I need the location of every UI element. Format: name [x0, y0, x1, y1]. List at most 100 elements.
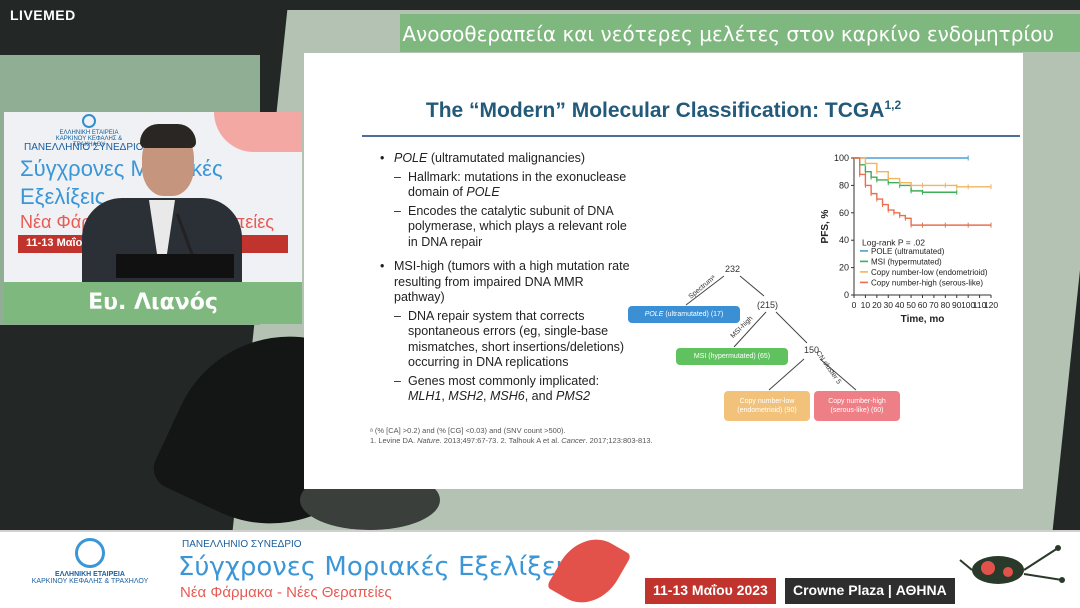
slide-bullets: POLE (ultramutated malignancies) Hallmar…	[380, 151, 630, 405]
tree-mid-count: (215)	[757, 300, 779, 310]
node-text: (endometrioid) (90)	[737, 407, 797, 414]
banner-venue: Crowne Plaza | ΑΘΗΝΑ	[785, 578, 955, 604]
separator: , and	[524, 389, 556, 403]
footnote-line: ᵃ (% [CA] >0.2) and (% [CG] <0.03) and (…	[370, 426, 566, 435]
km-annotation: Log-rank P = .02	[862, 238, 925, 248]
sub-bullet: DNA repair system that corrects spontane…	[380, 309, 630, 371]
bird-art-icon	[959, 545, 1065, 584]
y-tick-label: 20	[839, 263, 849, 273]
y-tick-label: 60	[839, 208, 849, 218]
sub-bullet-text: Hallmark: mutations in the exonuclease d…	[408, 169, 627, 200]
node-text: (serous-like) (60)	[830, 407, 884, 414]
node-gene: POLE	[644, 311, 664, 318]
leaf-decoration-icon	[546, 526, 632, 608]
tree-node-cn-high: Copy number-high (serous-like) (60)	[814, 391, 900, 421]
society-logo: ΕΛΛΗΝΙΚΗ ΕΤΑΙΡΕΙΑ ΚΑΡΚΙΝΟΥ ΚΕΦΑΛΗΣ & ΤΡΑ…	[20, 538, 160, 585]
footnote-journal: Cancer	[561, 436, 586, 445]
tree-node-pole: POLE (ultramutated) (17)	[628, 306, 740, 323]
tree-node-cn-low: Copy number-low (endometrioid) (90)	[724, 391, 810, 421]
society-logo-icon	[82, 114, 96, 128]
x-tick-label: 110	[973, 300, 987, 310]
footnote-text: 1. Levine DA.	[370, 436, 418, 445]
slide-title: The “Modern” Molecular Classification: T…	[304, 98, 1023, 123]
y-tick-label: 0	[844, 290, 849, 300]
footnote-text: . 2013;497:67-73. 2. Talhouk A et al.	[439, 436, 562, 445]
bullet-msi: MSI-high (tumors with a high mutation ra…	[380, 259, 630, 306]
node-text: Copy number-high	[828, 398, 886, 405]
sub-bullet: Encodes the catalytic subunit of DNA pol…	[380, 204, 630, 251]
footnote-journal: Nature	[417, 436, 440, 445]
slide-title-text: The “Modern” Molecular Classification: T…	[425, 99, 885, 122]
laptop	[116, 254, 234, 278]
speaker-video: ΕΛΛΗΝΙΚΗ ΕΤΑΙΡΕΙΑ ΚΑΡΚΙΝΟΥ ΚΕΦΑΛΗΣ & ΤΡΑ…	[4, 112, 302, 282]
y-tick-label: 100	[834, 153, 849, 163]
legend-label: Copy number-low (endometrioid)	[871, 268, 988, 277]
tree-cn-count: 150	[804, 345, 820, 355]
speaker-name: Ευ. Λιανός	[4, 282, 302, 324]
gene-name: PMS2	[556, 389, 591, 403]
x-tick-label: 30	[884, 300, 894, 310]
x-tick-label: 0	[852, 300, 857, 310]
society-logo-icon	[75, 538, 105, 568]
x-axis-label: Time, mo	[901, 314, 945, 325]
x-tick-label: 70	[929, 300, 939, 310]
presentation-slide: The “Modern” Molecular Classification: T…	[304, 53, 1023, 489]
backdrop-line3: Εξελίξεις	[20, 184, 106, 209]
brand-logo: LIVEMED	[10, 7, 76, 23]
slide-footnote: ᵃ (% [CA] >0.2) and (% [CG] <0.03) and (…	[370, 426, 653, 446]
sub-bullet: Hallmark: mutations in the exonuclease d…	[380, 170, 630, 201]
x-tick-label: 10	[861, 300, 871, 310]
x-tick-label: 50	[906, 300, 916, 310]
x-tick-label: 120	[984, 300, 998, 310]
gene-name: MLH1	[408, 389, 442, 403]
backdrop-society: ΕΛΛΗΝΙΚΗ ΕΤΑΙΡΕΙΑ ΚΑΡΚΙΝΟΥ ΚΕΦΑΛΗΣ & ΤΡΑ…	[55, 130, 123, 148]
y-tick-label: 40	[839, 235, 849, 245]
bullet-pole-gene: POLE	[394, 151, 428, 165]
km-series-line	[854, 157, 991, 188]
banner-line2: Σύγχρονες Μοριακές Εξελίξεις	[178, 552, 580, 582]
tree-root-count: 232	[725, 264, 741, 274]
sub-bullet: Genes most commonly implicated: MLH1, MS…	[380, 374, 630, 405]
sub-bullet-text: Genes most commonly implicated:	[408, 373, 600, 388]
node-text: (ultramutated) (17)	[663, 311, 724, 318]
banner-date: 11-13 Μαΐου 2023	[645, 578, 776, 604]
speaker-hair	[140, 124, 196, 148]
society-name: ΕΛΛΗΝΙΚΗ ΕΤΑΙΡΕΙΑ	[55, 571, 125, 578]
separator: ,	[441, 389, 449, 403]
legend-label: POLE (ultramutated)	[871, 247, 945, 256]
tree-connectors	[685, 275, 857, 391]
slide-title-ref: 1,2	[884, 98, 902, 112]
legend-label: MSI (hypermutated)	[871, 257, 942, 266]
x-tick-label: 20	[872, 300, 882, 310]
node-text: Copy number-low	[739, 398, 795, 405]
classification-tree: 232 Spectrumᵃ (215) MSI-high 150 CN clus…	[624, 258, 914, 428]
x-tick-label: 40	[895, 300, 905, 310]
tree-node-msi: MSI (hypermutated) (65)	[676, 348, 788, 365]
backdrop-society-logo: ΕΛΛΗΝΙΚΗ ΕΤΑΙΡΕΙΑ ΚΑΡΚΙΝΟΥ ΚΕΦΑΛΗΣ & ΤΡΑ…	[44, 114, 134, 148]
header-title: Ανοσοθεραπεία και νεότερες μελέτες στον …	[402, 22, 1054, 46]
y-axis-label: PFS, %	[820, 209, 831, 243]
banner-line3: Νέα Φάρμακα - Νέες Θεραπείες	[180, 584, 392, 601]
x-tick-label: 100	[961, 300, 975, 310]
y-tick-label: 80	[839, 180, 849, 190]
legend-label: Copy number-high (serous-like)	[871, 278, 983, 287]
society-subname: ΚΑΡΚΙΝΟΥ ΚΕΦΑΛΗΣ & ΤΡΑΧΗΛΟΥ	[31, 578, 149, 585]
conference-banner: ΕΛΛΗΝΙΚΗ ΕΤΑΙΡΕΙΑ ΚΑΡΚΙΝΟΥ ΚΕΦΑΛΗΣ & ΤΡΑ…	[0, 526, 1080, 608]
backdrop-line1: ΠΑΝΕΛΛΗΝΙΟ ΣΥΝΕΔΡΙΟ	[24, 142, 144, 153]
footnote-text: . 2017;123:803-813.	[585, 436, 653, 445]
sub-bullet-gene: POLE	[466, 185, 500, 199]
header-title-bar: Ανοσοθεραπεία και νεότερες μελέτες στον …	[400, 14, 1080, 52]
gene-name: MSH2	[448, 389, 484, 403]
slide-divider	[362, 135, 1020, 137]
km-series-line	[854, 157, 957, 193]
x-tick-label: 90	[952, 300, 962, 310]
footnote-line: 1. Levine DA. Nature. 2013;497:67-73. 2.…	[370, 436, 653, 446]
x-tick-label: 60	[918, 300, 928, 310]
bullet-pole-text: (ultramutated malignancies)	[427, 151, 586, 165]
x-tick-label: 80	[941, 300, 951, 310]
bullet-pole: POLE (ultramutated malignancies)	[380, 151, 630, 167]
gene-name: MSH6	[489, 389, 525, 403]
banner-line1: ΠΑΝΕΛΛΗΝΙΟ ΣΥΝΕΔΡΙΟ	[182, 539, 302, 550]
